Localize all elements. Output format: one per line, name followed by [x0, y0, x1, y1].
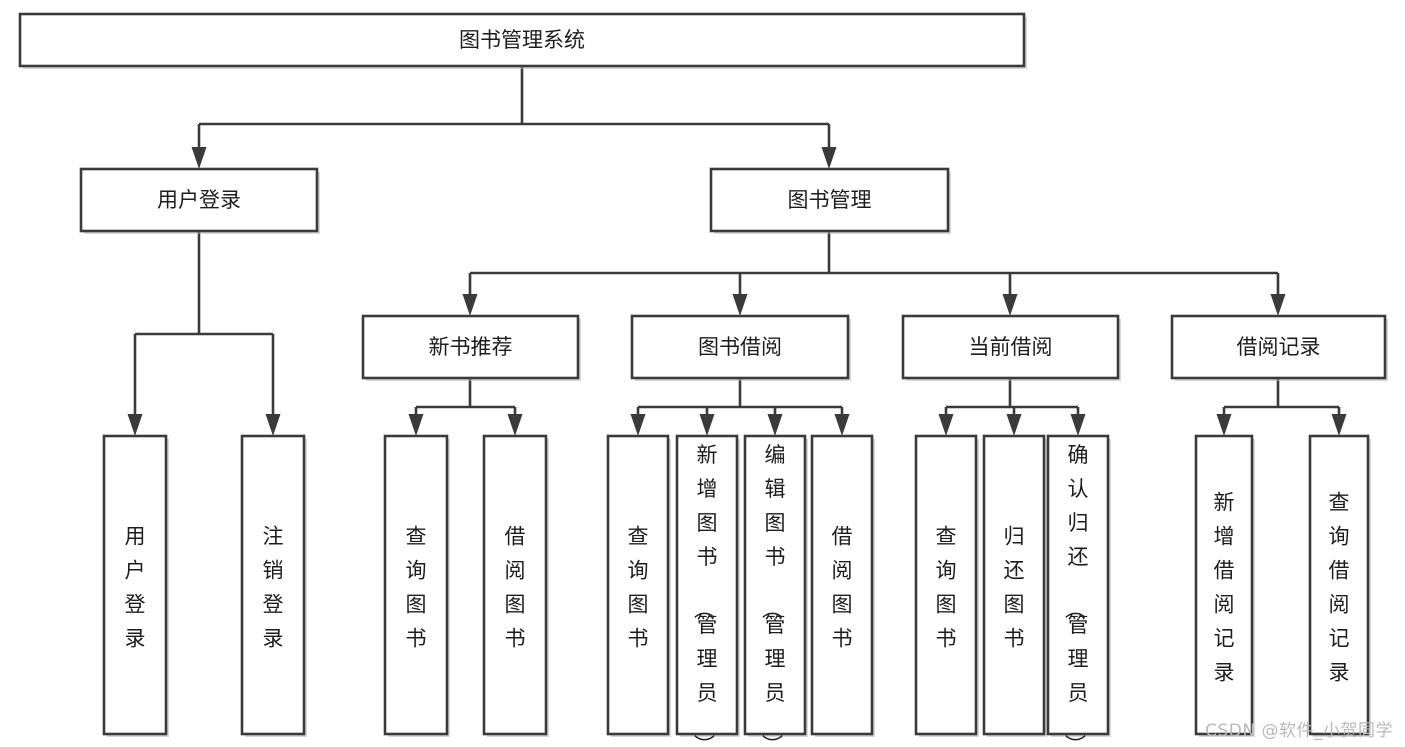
node-leaf-borrow-book[interactable]: 借阅图书 — [810, 434, 875, 737]
node-leaf-query-book[interactable]: 查询图书 — [606, 434, 671, 737]
arrow-head-icon — [938, 414, 954, 436]
node-box[interactable] — [102, 434, 168, 736]
node-label: 查询图书 — [628, 525, 649, 651]
node-leaf-borrow-book-rec[interactable]: 借阅图书 — [482, 434, 549, 737]
node-label: 借阅图书 — [832, 525, 853, 651]
arrow-head-icon — [191, 147, 207, 169]
arrow-head-icon — [1070, 414, 1086, 436]
node-leaf-add-record[interactable]: 新增借阅记录 — [1194, 434, 1255, 737]
node-label: 新书推荐 — [429, 335, 513, 359]
arrow-head-icon — [462, 294, 478, 316]
node-leaf-add-book[interactable]: 新增图书（管理员） — [675, 434, 740, 747]
node-box[interactable] — [675, 434, 739, 736]
node-label: 查询图书 — [936, 525, 957, 651]
arrow-head-icon — [699, 414, 715, 436]
node-box[interactable] — [743, 434, 807, 736]
node-label: 图书借阅 — [698, 335, 782, 359]
node-leaf-confirm-return[interactable]: 确认归还（管理员） — [1046, 434, 1111, 747]
node-box[interactable] — [1194, 434, 1254, 736]
arrow-head-icon — [821, 147, 837, 169]
nodes-layer: 图书管理系统用户登录图书管理新书推荐图书借阅当前借阅借阅记录用户登录注销登录查询… — [18, 12, 1388, 747]
node-leaf-logout[interactable]: 注销登录 — [240, 434, 307, 737]
node-label: 用户登录 — [125, 525, 146, 651]
node-box[interactable] — [18, 12, 1026, 68]
arrow-head-icon — [507, 414, 523, 436]
arrow-head-icon — [1002, 294, 1018, 316]
node-leaf-query-book-rec[interactable]: 查询图书 — [383, 434, 450, 737]
node-box[interactable] — [901, 314, 1120, 380]
node-box[interactable] — [1046, 434, 1110, 736]
node-label: 查询图书 — [406, 525, 427, 651]
node-box[interactable] — [482, 434, 548, 736]
connector-group — [462, 231, 1286, 316]
arrow-head-icon — [1006, 414, 1022, 436]
arrow-head-icon — [767, 414, 783, 436]
node-box[interactable] — [1308, 434, 1370, 736]
node-leaf-query-book-cur[interactable]: 查询图书 — [914, 434, 979, 737]
connector-group — [127, 231, 281, 436]
node-borrow-record[interactable]: 借阅记录 — [1170, 314, 1388, 381]
node-label: 用户登录 — [157, 188, 241, 212]
connector-group — [191, 66, 837, 169]
node-box[interactable] — [810, 434, 874, 736]
arrow-head-icon — [1270, 294, 1286, 316]
node-label: 归还图书 — [1004, 525, 1025, 651]
node-box[interactable] — [240, 434, 306, 736]
node-new-book-rec[interactable]: 新书推荐 — [361, 314, 581, 381]
connector-group — [408, 378, 523, 436]
node-box[interactable] — [383, 434, 449, 736]
node-leaf-edit-book[interactable]: 编辑图书（管理员） — [743, 434, 808, 747]
node-box[interactable] — [630, 314, 850, 380]
node-leaf-query-record[interactable]: 查询借阅记录 — [1308, 434, 1371, 737]
arrow-head-icon — [834, 414, 850, 436]
node-leaf-return-book[interactable]: 归还图书 — [982, 434, 1047, 737]
node-root[interactable]: 图书管理系统 — [18, 12, 1027, 69]
node-leaf-user-login[interactable]: 用户登录 — [102, 434, 169, 737]
node-box[interactable] — [982, 434, 1046, 736]
node-box[interactable] — [606, 434, 670, 736]
connector-group — [1216, 378, 1347, 436]
node-box[interactable] — [914, 434, 978, 736]
node-label: 图书管理系统 — [459, 28, 585, 52]
node-box[interactable] — [1170, 314, 1387, 380]
node-label: 新增图书（管理员） — [692, 443, 718, 747]
connector-group — [938, 378, 1086, 436]
connector-group — [630, 378, 850, 436]
node-book-manage[interactable]: 图书管理 — [709, 167, 951, 234]
arrow-head-icon — [732, 294, 748, 316]
node-label: 注销登录 — [263, 525, 284, 651]
node-label: 新增借阅记录 — [1214, 491, 1235, 685]
node-user-login[interactable]: 用户登录 — [79, 167, 320, 234]
arrow-head-icon — [1331, 414, 1347, 436]
node-label: 当前借阅 — [969, 335, 1053, 359]
node-current-borrow[interactable]: 当前借阅 — [901, 314, 1121, 381]
arrow-head-icon — [408, 414, 424, 436]
node-label: 查询借阅记录 — [1329, 491, 1350, 685]
arrow-head-icon — [1216, 414, 1232, 436]
node-box[interactable] — [709, 167, 950, 233]
node-label: 确认归还（管理员） — [1063, 443, 1089, 747]
arrow-head-icon — [265, 414, 281, 436]
connectors-layer — [127, 66, 1347, 436]
node-label: 图书管理 — [788, 188, 872, 212]
watermark-label: CSDN @软件_小贺同学 — [1205, 721, 1393, 741]
arrow-head-icon — [630, 414, 646, 436]
arrow-head-icon — [127, 414, 143, 436]
node-label: 借阅图书 — [505, 525, 526, 651]
node-label: 借阅记录 — [1237, 335, 1321, 359]
node-label: 编辑图书（管理员） — [760, 443, 786, 747]
node-box[interactable] — [361, 314, 580, 380]
node-book-borrow[interactable]: 图书借阅 — [630, 314, 851, 381]
node-box[interactable] — [79, 167, 319, 233]
